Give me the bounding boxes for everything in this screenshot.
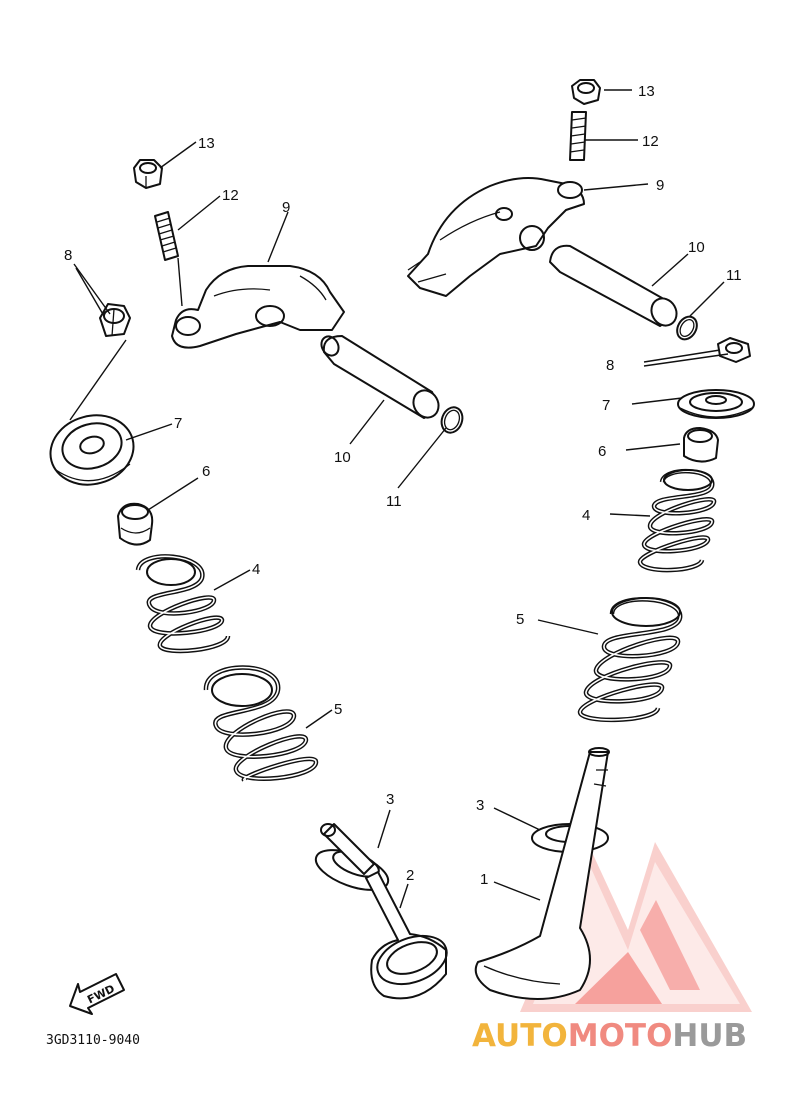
label-3-left: 3 [386, 791, 394, 808]
spring-seat-7-left [49, 414, 135, 486]
label-13-left: 13 [198, 135, 215, 152]
o-ring-11-right [676, 315, 698, 341]
label-6-right: 6 [598, 443, 606, 460]
spring-seat-7-right [677, 389, 755, 419]
adjuster-12-left [154, 211, 179, 261]
watermark: AUTOMOTOHUB [472, 1018, 747, 1054]
rocker-shaft-10-right [549, 244, 678, 327]
watermark-moto: MOTO [568, 1018, 673, 1054]
inner-spring-4-right [637, 469, 717, 573]
label-10-left: 10 [334, 449, 351, 466]
label-6-left: 6 [202, 463, 210, 480]
valve-1 [474, 747, 610, 1000]
cotter-8-left [99, 303, 131, 337]
label-5-left: 5 [334, 701, 342, 718]
label-4-right: 4 [582, 507, 590, 524]
label-3-right: 3 [476, 797, 484, 814]
label-8-left: 8 [64, 247, 72, 264]
label-12-left: 12 [222, 187, 239, 204]
label-9-right: 9 [656, 177, 664, 194]
drawing-code: 3GD3110-9040 [46, 1033, 140, 1048]
watermark-hub: HUB [672, 1018, 747, 1054]
rocker-arm-9-left [171, 265, 345, 349]
svg-text:AUTOMOTOHUB: AUTOMOTOHUB [472, 1018, 747, 1054]
nut-13-left [133, 159, 163, 189]
label-13-right: 13 [638, 83, 655, 100]
label-9-left: 9 [282, 199, 290, 216]
label-12-right: 12 [642, 133, 659, 150]
label-4-left: 4 [252, 561, 260, 578]
label-11-left: 11 [386, 493, 402, 510]
o-ring-11-left [440, 406, 464, 434]
nut-13-right [571, 79, 601, 105]
adjuster-12-right [569, 111, 587, 161]
label-2: 2 [406, 867, 414, 884]
valve-2 [365, 871, 448, 1000]
stem-seal-6-left [117, 502, 154, 546]
callout-labels: 13 12 9 8 7 6 4 5 10 11 3 2 13 12 9 10 1… [64, 83, 742, 888]
outer-spring-5-right [577, 597, 683, 723]
label-10-right: 10 [688, 239, 705, 256]
label-8-right: 8 [606, 357, 614, 374]
inner-spring-4-left [135, 554, 231, 654]
label-7-left: 7 [174, 415, 182, 432]
watermark-auto: AUTO [472, 1018, 568, 1054]
stem-seal-6-right [683, 427, 719, 463]
label-7-right: 7 [602, 397, 610, 414]
label-5-right: 5 [516, 611, 524, 628]
rocker-arm-9-right [407, 177, 585, 297]
rocker-shaft-10-left [320, 335, 440, 419]
cotter-8-right [717, 337, 751, 363]
retainer-3-left [314, 823, 390, 891]
fwd-arrow-icon: FWD [69, 973, 125, 1015]
label-11-right: 11 [726, 267, 742, 284]
outer-spring-5-left [203, 665, 319, 783]
leader-lines [69, 89, 729, 909]
label-1: 1 [480, 871, 488, 888]
